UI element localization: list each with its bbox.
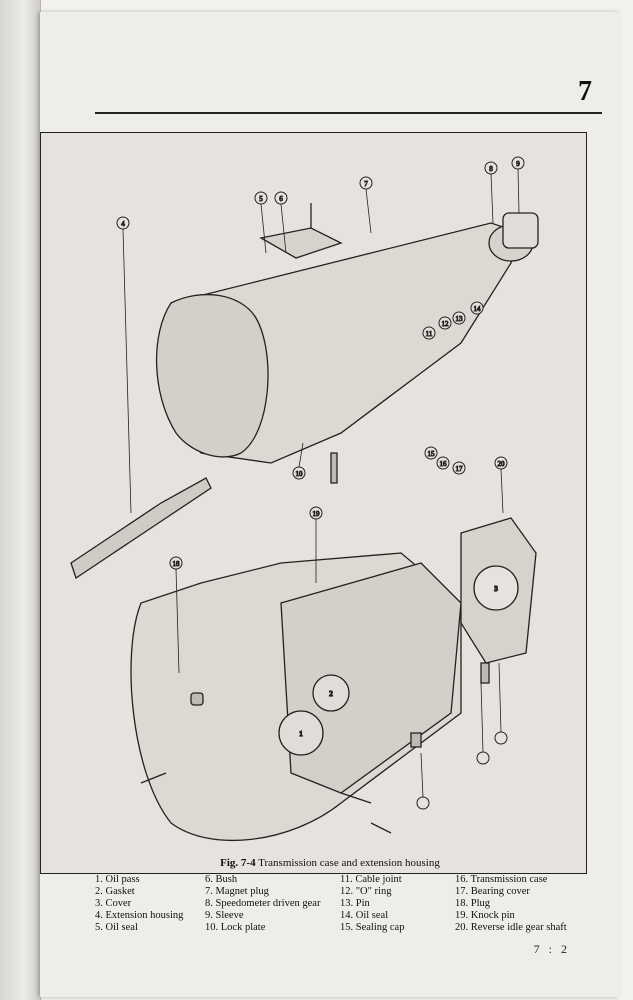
legend-item: 12. "O" ring xyxy=(340,886,392,897)
figure-caption: Fig. 7-4 Transmission case and extension… xyxy=(90,857,570,869)
legend-item: 11. Cable joint xyxy=(340,874,402,885)
callout-number: 4 xyxy=(121,220,125,228)
legend-item: 16. Transmission case xyxy=(455,874,548,885)
legend-item: 14. Oil seal xyxy=(340,910,389,921)
legend-item: 8. Speedometer driven gear xyxy=(205,898,321,909)
legend-item: 17. Bearing cover xyxy=(455,886,530,897)
callout-number: 5 xyxy=(259,195,263,203)
header-rule xyxy=(95,112,602,114)
legend-item: 4. Extension housing xyxy=(95,910,184,921)
callout-number: 9 xyxy=(516,160,520,168)
callout-number: 15 xyxy=(428,450,436,458)
legend-column-4: 16. Transmission case 17. Bearing cover … xyxy=(455,874,567,934)
callout-number: 8 xyxy=(489,165,493,173)
legend-item: 20. Reverse idle gear shaft xyxy=(455,922,567,933)
legend-item: 2. Gasket xyxy=(95,886,135,897)
legend-item: 18. Plug xyxy=(455,898,491,909)
legend-item: 10. Lock plate xyxy=(205,922,266,933)
callout-number: 20 xyxy=(498,460,506,468)
callout-number: 14 xyxy=(474,305,482,313)
legend-column-3: 11. Cable joint 12. "O" ring 13. Pin 14.… xyxy=(340,874,404,934)
legend-item: 19. Knock pin xyxy=(455,910,515,921)
callout-number: 19 xyxy=(313,510,321,518)
figure-number: Fig. 7-4 xyxy=(220,857,256,869)
callout-number: 3 xyxy=(494,585,498,593)
callout-number: 2 xyxy=(329,690,333,698)
callout-number: 1 xyxy=(299,730,303,738)
legend-item: 1. Oil pass xyxy=(95,874,140,885)
legend-item: 15. Sealing cap xyxy=(340,922,405,933)
callout-number: 7 xyxy=(364,180,368,188)
legend-item: 3. Cover xyxy=(95,898,132,909)
callout-number: 12 xyxy=(442,320,450,328)
callout-number: 17 xyxy=(456,465,464,473)
legend-item: 13. Pin xyxy=(340,898,370,909)
legend-item: 9. Sleeve xyxy=(205,910,244,921)
page-number: 7 : 2 xyxy=(533,942,570,956)
adjacent-page-edge xyxy=(0,0,41,1000)
legend-item: 7. Magnet plug xyxy=(205,886,269,897)
callout-number: 13 xyxy=(456,315,464,323)
manual-page: 7 xyxy=(40,12,620,997)
callout-number: 6 xyxy=(279,195,283,203)
legend-item: 6. Bush xyxy=(205,874,238,885)
legend-column-2: 6. Bush 7. Magnet plug 8. Speedometer dr… xyxy=(205,874,320,934)
legend-item: 5. Oil seal xyxy=(95,922,138,933)
legend-column-1: 1. Oil pass 2. Gasket 3. Cover 4. Extens… xyxy=(95,874,183,934)
callout-number: 11 xyxy=(426,330,433,338)
figure-title: Transmission case and extension housing xyxy=(258,857,440,869)
callout-number: 18 xyxy=(173,560,181,568)
chapter-number: 7 xyxy=(578,76,592,107)
callout-number: 10 xyxy=(296,470,304,478)
callout-number: 16 xyxy=(440,460,448,468)
